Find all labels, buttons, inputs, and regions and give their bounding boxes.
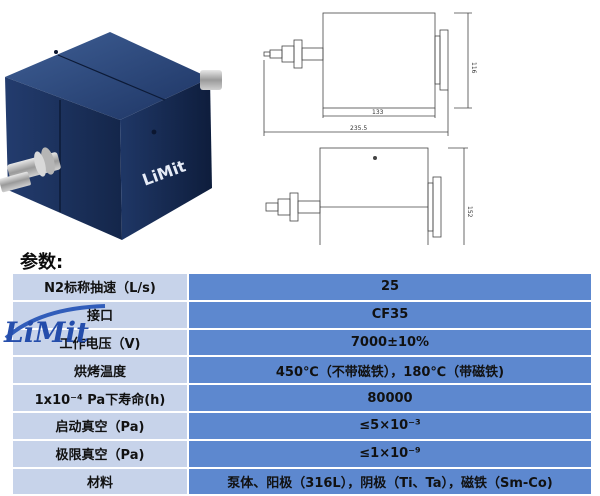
spec-label: 启动真空（Pa) (13, 411, 189, 441)
spec-value: 25 (188, 274, 591, 302)
spec-row-pumping-speed: N2标称抽速（L/s) 25 (13, 274, 591, 302)
spec-value: 80000 (188, 384, 591, 413)
dim-133: 133 (372, 109, 384, 116)
logo-watermark-text: LiMit (3, 316, 89, 349)
params-title: 参数: (20, 252, 64, 273)
spec-row-bakeout: 烘烤温度 450℃（不带磁铁），180℃（带磁铁) (13, 356, 591, 386)
spec-value: 泵体、阳极（316L），阴极（Ti、Ta），磁铁（Sm-Co) (188, 467, 591, 496)
spec-row-materials: 材料 泵体、阳极（316L），阴极（Ti、Ta），磁铁（Sm-Co) (13, 467, 591, 496)
spec-value: ≤1×10⁻⁹ (188, 439, 591, 469)
dim-116: 116 (470, 62, 477, 74)
spec-row-lifetime: 1x10⁻⁴ Pa下寿命(h) 80000 (13, 384, 591, 413)
dim-235-5: 235.5 (350, 125, 367, 132)
spec-label: 烘烤温度 (13, 356, 189, 386)
spec-value: 7000±10% (188, 328, 591, 358)
spec-row-start-vacuum: 启动真空（Pa) ≤5×10⁻³ (13, 411, 591, 441)
spec-value: CF35 (188, 300, 591, 330)
spec-value: ≤5×10⁻³ (188, 411, 591, 441)
spec-row-interface: 接口 CF35 (13, 300, 591, 330)
product-image: LiMit (0, 32, 222, 240)
spec-row-ultimate-vacuum: 极限真空（Pa) ≤1×10⁻⁹ (13, 439, 591, 469)
dim-152: 152 (466, 206, 473, 218)
spec-label: 工作电压（V) (13, 328, 189, 358)
spec-label: 材料 (13, 467, 189, 496)
logo-watermark: LiMit (3, 304, 106, 349)
spec-label: N2标称抽速（L/s) (13, 274, 189, 302)
spec-label: 1x10⁻⁴ Pa下寿命(h) (13, 384, 189, 413)
spec-label: 极限真空（Pa) (13, 439, 189, 469)
spec-value: 450℃（不带磁铁），180℃（带磁铁) (188, 356, 591, 386)
spec-row-voltage: 工作电压（V) 7000±10% (13, 328, 591, 358)
technical-drawings: 133 235.5 116 152 (263, 12, 477, 245)
